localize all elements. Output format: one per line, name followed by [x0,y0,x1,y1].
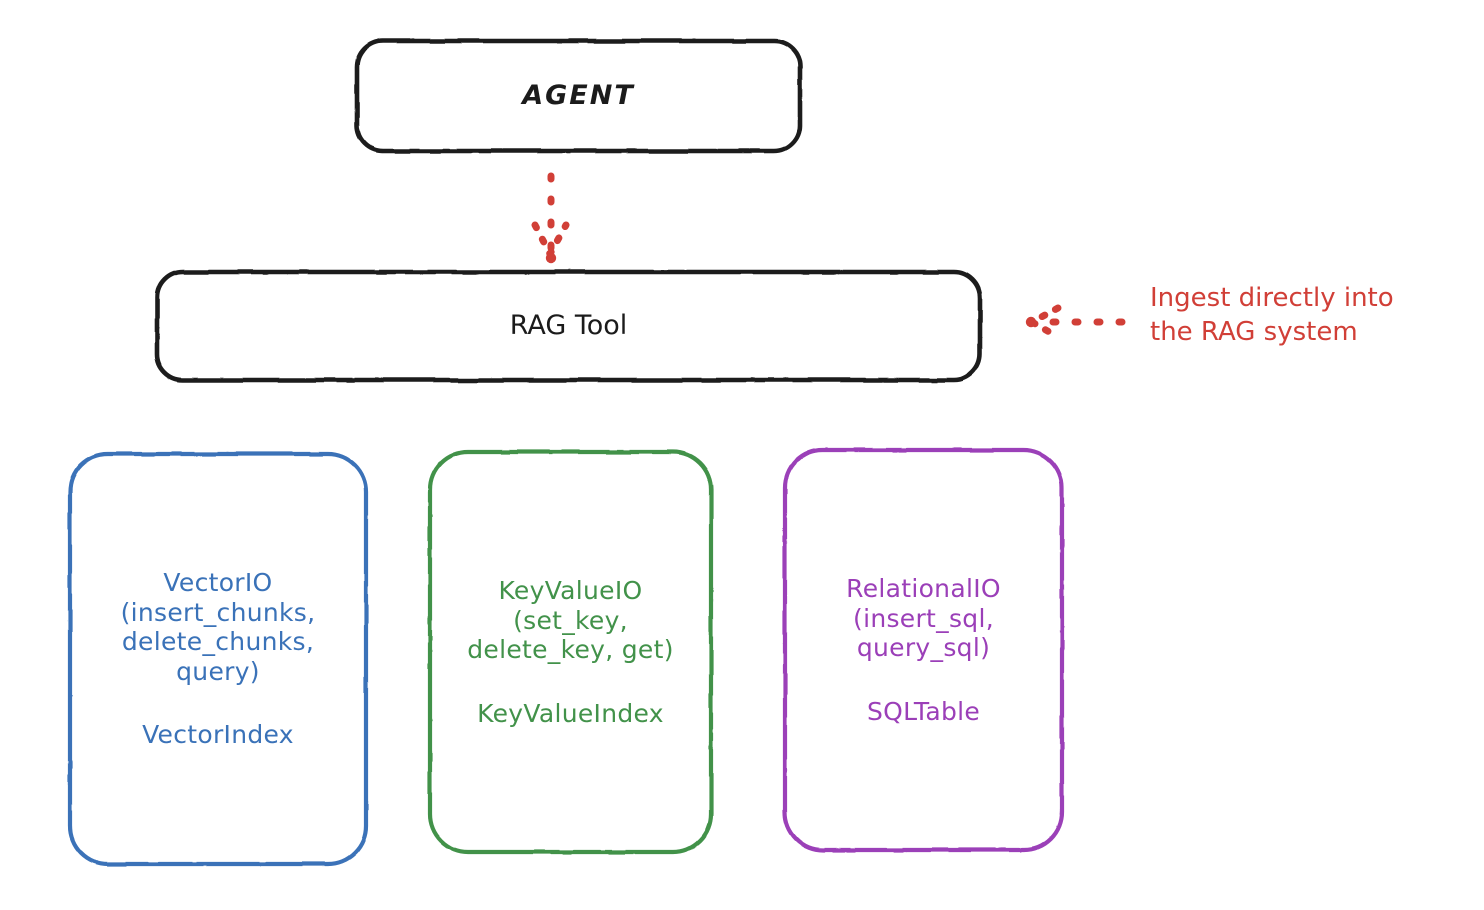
relational-store-node: RelationalIO (insert_sql, query_sql) SQL… [785,450,1062,850]
relational-store-index-label: SQLTable [866,696,981,726]
ingest-arrow-connector [1025,304,1126,341]
keyvalue-store-interface-label: KeyValueIO (set_key, delete_key, get) [467,576,674,664]
ingest-annotation-text: Ingest directly into the RAG system [1150,283,1394,348]
vector-store-node: VectorIO (insert_chunks, delete_chunks, … [70,454,366,864]
rag-tool-node-label: RAG Tool [509,310,628,342]
keyvalue-store-node: KeyValueIO (set_key, delete_key, get) Ke… [430,452,711,852]
relational-store-interface-label: RelationalIO (insert_sql, query_sql) [846,574,1001,662]
vector-store-index-label: VectorIndex [142,720,294,750]
keyvalue-store-index-label: KeyValueIndex [477,698,664,728]
vector-store-interface-label: VectorIO (insert_chunks, delete_chunks, … [120,568,316,686]
agent-to-rag-connector [531,172,570,264]
agent-node-label: AGENT [522,80,635,112]
